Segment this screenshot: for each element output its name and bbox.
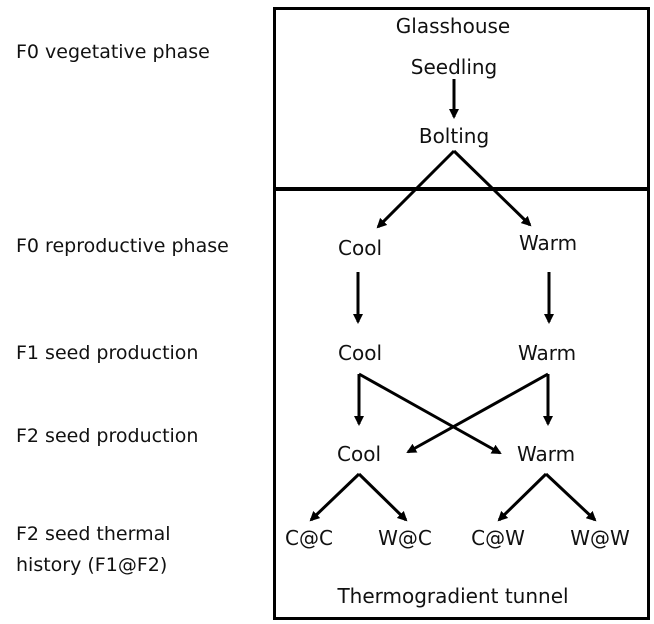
phase-label-f1-seed: F1 seed production (16, 342, 199, 364)
thermogradient-tunnel-box (273, 187, 650, 620)
glasshouse-title: Glasshouse (395, 14, 511, 38)
arrow-bolting-to-warm (452, 149, 532, 227)
outcome-w-at-w: W@W (570, 526, 630, 550)
arrow-f1-cool-to-f2-warm (358, 372, 502, 455)
outcome-w-at-c: W@C (378, 526, 432, 550)
phase-label-f2-seed: F2 seed production (16, 425, 199, 447)
node-seedling: Seedling (410, 55, 498, 79)
arrow-bolting-to-cool (376, 149, 456, 229)
phase-label-f0-reproductive: F0 reproductive phase (16, 235, 229, 257)
outcome-c-at-w: C@W (471, 526, 525, 550)
tunnel-title: Thermogradient tunnel (337, 584, 569, 608)
phase-label-f0-vegetative: F0 vegetative phase (16, 41, 210, 63)
node-bolting: Bolting (418, 124, 490, 148)
arrow-f2-cool-to-w-at-c (357, 472, 408, 522)
arrow-f1-warm-to-f2-cool (406, 372, 549, 454)
node-f2-warm: Warm (516, 442, 576, 466)
phase-label-f2-thermal-line1: F2 seed thermal (16, 523, 171, 545)
arrow-f2-warm-to-w-at-w (544, 472, 597, 522)
phase-label-f2-thermal-line2: history (F1@F2) (16, 554, 168, 576)
outcome-c-at-c: C@C (285, 526, 333, 550)
arrow-f2-cool-to-c-at-c (309, 472, 361, 522)
node-f1-warm: Warm (517, 341, 577, 365)
node-f0-cool: Cool (338, 236, 382, 260)
node-f2-cool: Cool (337, 442, 381, 466)
node-f0-warm: Warm (518, 231, 578, 255)
arrow-f2-warm-to-c-at-w (497, 472, 548, 522)
node-f1-cool: Cool (338, 341, 382, 365)
